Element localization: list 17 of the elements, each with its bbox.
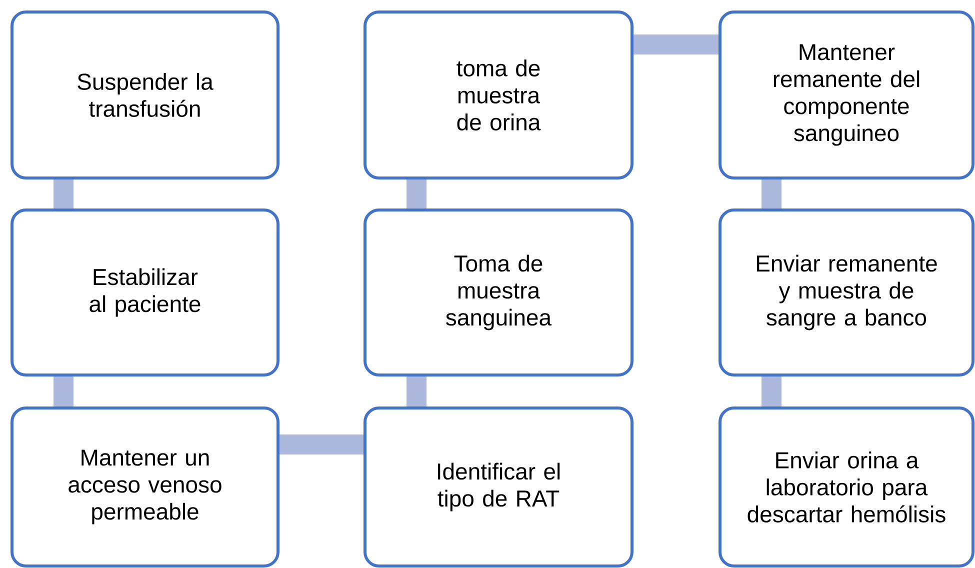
process-box: Mantener remanente del componente sanguineo: [718, 10, 974, 180]
process-box: Enviar orina a laboratorio para descartar hemólisis: [718, 406, 974, 568]
connector-bar: [54, 180, 74, 208]
process-box: Identificar el tipo de RAT: [364, 406, 634, 568]
connector-bar: [762, 180, 782, 208]
process-box: Suspender la transfusión: [10, 10, 280, 180]
process-box: toma de muestra de orina: [364, 10, 634, 180]
connector-bar: [406, 180, 426, 208]
connector-bar: [406, 376, 426, 406]
process-box: Estabilizar al paciente: [10, 208, 280, 376]
process-box: Toma de muestra sanguinea: [364, 208, 634, 376]
connector-bar: [54, 376, 74, 406]
process-box: Mantener un acceso venoso permeable: [10, 406, 280, 568]
process-box: Enviar remanente y muestra de sangre a banco: [718, 208, 974, 376]
connector-bar: [634, 34, 718, 54]
connector-bar: [762, 376, 782, 406]
connector-bar: [280, 434, 364, 454]
